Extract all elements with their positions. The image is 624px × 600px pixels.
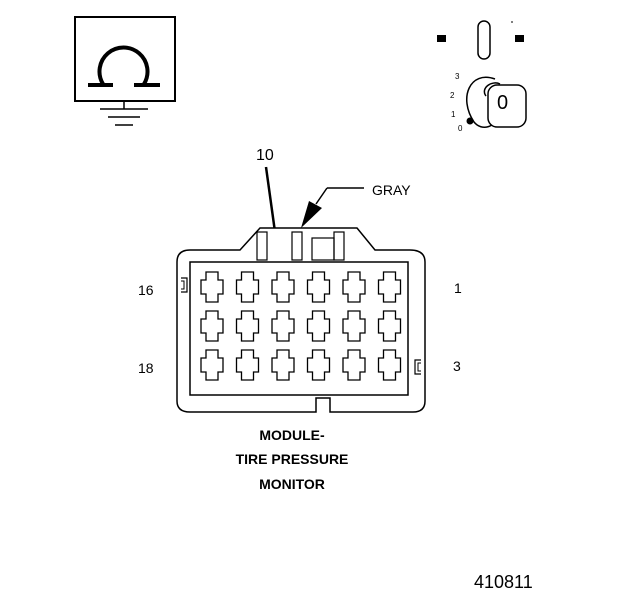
terminal-cavity [235,310,260,342]
terminal-cavity [200,271,224,303]
key-position-1: 1 [451,110,456,119]
terminal-cavity [342,271,366,303]
connector-color-label: GRAY [372,182,411,198]
connector-title-line-3: MONITOR [259,476,325,492]
pin-label-1: 1 [454,280,462,296]
ohmmeter-icon [74,16,176,102]
pin-label-16: 16 [138,282,154,298]
terminal-cavity [306,349,331,381]
ground-icon [100,101,148,126]
terminal-cavity [306,310,331,342]
connector-title-line-2: TIRE PRESSURE [235,451,349,467]
terminal-cavity [200,310,224,342]
terminal-cavity [306,271,331,303]
terminal-cavities [200,271,402,381]
terminal-cavity [342,349,366,381]
key-position-2: 2 [450,91,455,100]
ignition-off-icon [437,20,524,60]
terminal-cavity [342,310,366,342]
key-symbol: 0 [497,92,509,114]
connector-title-line-1: MODULE- [259,427,325,443]
terminal-cavity [271,271,295,303]
key-position-3: 3 [455,72,460,81]
terminal-cavity [377,271,402,303]
gray-leader [301,187,364,228]
callout-cavity-label: 10 [256,147,274,164]
terminal-cavity [235,349,260,381]
terminal-cavity [200,349,224,381]
key-position-0: 0 [458,124,463,133]
figure-number: 410811 [474,572,533,592]
terminal-cavity [377,349,402,381]
terminal-cavity [271,349,295,381]
ignition-key-icon [466,76,527,128]
pin-label-18: 18 [138,360,154,376]
pin-label-3: 3 [453,358,461,374]
terminal-cavity [235,271,260,303]
terminal-cavity [271,310,295,342]
terminal-cavity [377,310,402,342]
